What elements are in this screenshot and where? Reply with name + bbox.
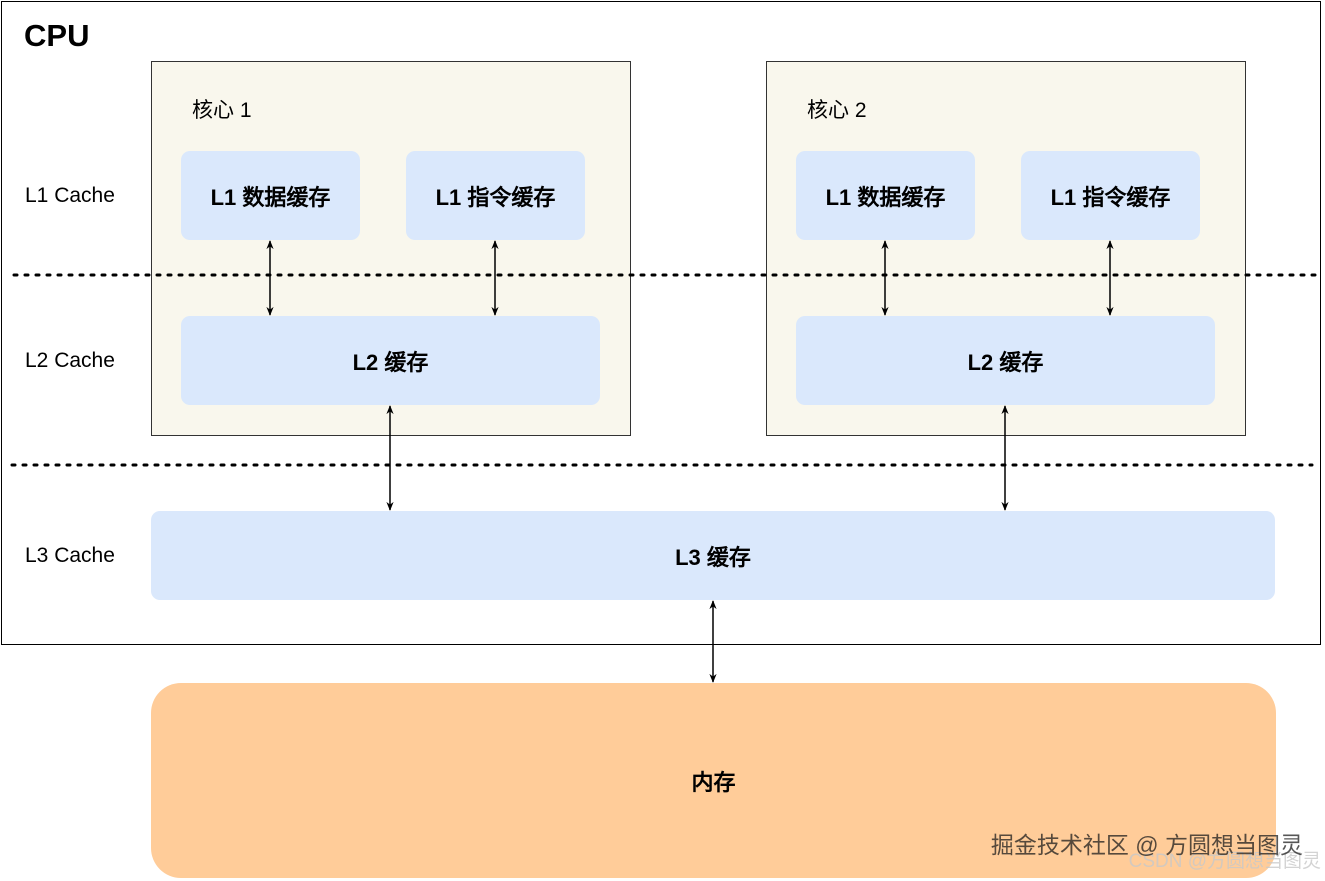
core-1-l1-instruction-cache: L1 指令缓存 xyxy=(406,151,585,240)
core-1-l2-cache: L2 缓存 xyxy=(181,316,600,405)
level-label-l2: L2 Cache xyxy=(25,349,115,372)
cpu-title: CPU xyxy=(24,18,90,53)
core-2-l1-instruction-cache: L1 指令缓存 xyxy=(1021,151,1200,240)
core-2-l1-data-cache: L1 数据缓存 xyxy=(796,151,975,240)
main-memory: 内存 xyxy=(151,683,1276,878)
core-1-label: 核心 1 xyxy=(192,99,252,122)
watermark-csdn: CSDN @方圆想当图灵 xyxy=(1128,851,1321,872)
l3-cache: L3 缓存 xyxy=(151,511,1275,600)
watermark-juejin: 掘金技术社区 @ 方圆想当图灵 xyxy=(990,832,1303,858)
level-label-l3: L3 Cache xyxy=(25,544,115,567)
core-2-l2-cache: L2 缓存 xyxy=(796,316,1215,405)
level-label-l1: L1 Cache xyxy=(25,184,115,207)
core-2-label: 核心 2 xyxy=(807,99,867,122)
core-1-l1-data-cache: L1 数据缓存 xyxy=(181,151,360,240)
